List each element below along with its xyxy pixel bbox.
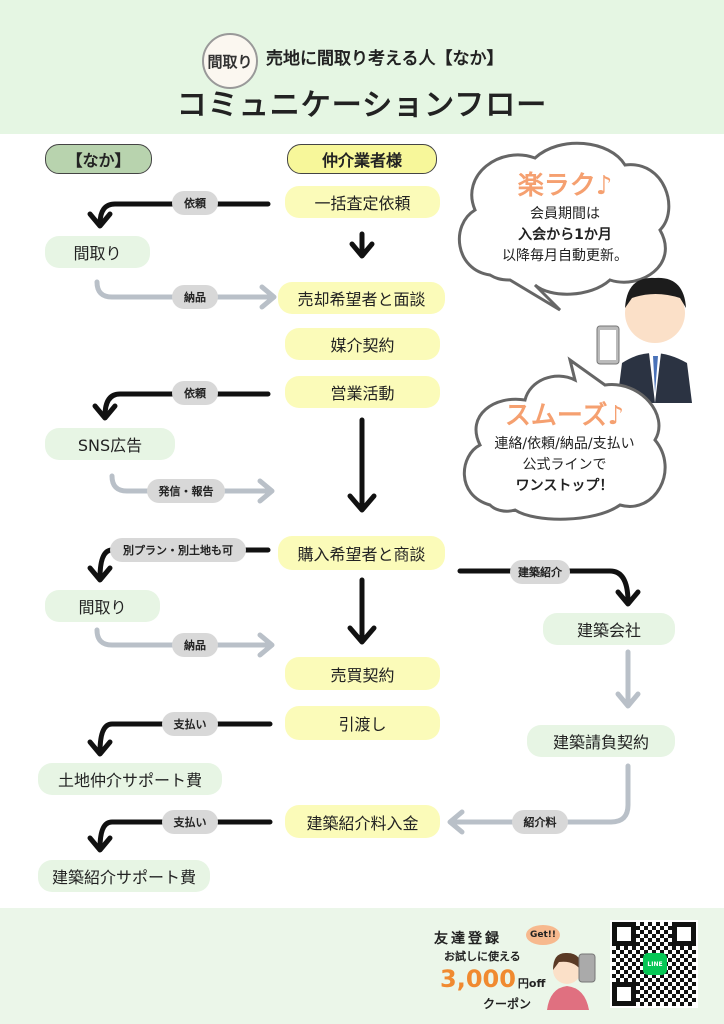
- step-floorplan-1: 間取り: [45, 236, 150, 268]
- page-title: コミュニケーションフロー: [176, 88, 548, 123]
- arrow-payment-2: [97, 819, 273, 851]
- arrowhead: [92, 403, 118, 421]
- step-floorplan-2: 間取り: [45, 590, 160, 622]
- label-request-2: 依頼: [172, 381, 218, 405]
- bubble-1-line: 入会から1か月: [518, 227, 612, 243]
- bubble-2-line: 公式ラインで: [522, 457, 607, 473]
- speech-bubble-1: [458, 141, 671, 312]
- arrow-report: [109, 473, 273, 494]
- arrow-deliver-1: [94, 279, 275, 300]
- arrow-deliver-2: [94, 627, 273, 648]
- bubble-2-heading: スムーズ♪: [504, 401, 625, 431]
- line-icon: LINE: [643, 953, 667, 975]
- footer: [0, 908, 724, 1024]
- label-referral-fee: 紹介料: [512, 810, 568, 834]
- step-handover: 引渡し: [285, 706, 440, 740]
- woman-illustration: [547, 952, 596, 1010]
- arrow-payment-1: [97, 721, 273, 755]
- step-sales-activity: 営業活動: [285, 376, 440, 408]
- step-referral-fee-received: 建築紹介料入金: [285, 805, 440, 838]
- arrowhead: [347, 625, 377, 645]
- step-buyer-negotiation: 購入希望者と商談: [278, 536, 445, 570]
- arrowhead: [259, 284, 277, 310]
- label-payment-2: 支払い: [162, 810, 218, 834]
- step-construction-support-fee: 建築紹介サポート費: [38, 860, 210, 892]
- logo: 間取り: [202, 33, 258, 89]
- step-brokerage-contract: 媒介契約: [285, 328, 440, 360]
- step-construction-contract: 建築請負契約: [527, 725, 675, 757]
- label-request-1: 依頼: [172, 191, 218, 215]
- arrowhead: [87, 835, 113, 853]
- arrowhead: [349, 241, 375, 259]
- qr-finder: [612, 982, 636, 1006]
- qr-finder: [672, 922, 696, 946]
- bubble-1-heading: 楽ラク♪: [517, 171, 613, 201]
- arrow-construction-intro: [457, 568, 631, 605]
- arrowhead: [87, 565, 113, 583]
- get-badge: Get!!: [526, 925, 560, 945]
- label-payment-1: 支払い: [162, 712, 218, 736]
- logo-text: 間取り: [207, 52, 253, 71]
- bubble-1-line: 会員期間は: [530, 206, 600, 222]
- step-bulk-appraisal: 一括査定依頼: [285, 186, 440, 218]
- bubble-2-line: ワンストップ！: [515, 478, 614, 494]
- line-qr-code[interactable]: LINE: [610, 920, 698, 1008]
- step-builder: 建築会社: [543, 613, 675, 645]
- label-alt-plan: 別プラン・別土地も可: [110, 538, 246, 562]
- arrowhead: [347, 493, 377, 513]
- header: [0, 0, 724, 134]
- label-deliver-1: 納品: [172, 285, 218, 309]
- bubble-2-text: スムーズ♪ 連絡/依頼/納品/支払い 公式ラインで ワンストップ！: [462, 398, 667, 497]
- arrowhead: [257, 478, 275, 504]
- footer-amount-row: 3,000 円off: [440, 965, 545, 998]
- arrowhead: [615, 691, 641, 709]
- arrowhead: [87, 211, 113, 229]
- step-sns-ad: SNS広告: [45, 428, 175, 460]
- arrowhead: [87, 739, 113, 757]
- businessman-illustration: [596, 277, 692, 403]
- column-header-agent: 仲介業者様: [287, 144, 437, 174]
- step-sales-contract: 売買契約: [285, 657, 440, 690]
- footer-amount: 3,000: [440, 965, 516, 993]
- step-land-support-fee: 土地仲介サポート費: [38, 763, 222, 795]
- subtitle: 売地に間取り考える人【なか】: [266, 49, 504, 69]
- footer-unit: 円off: [517, 977, 546, 990]
- arrow-fee: [449, 763, 631, 825]
- label-report: 発信・報告: [147, 479, 225, 503]
- arrow-request-1: [97, 201, 271, 227]
- label-construction-intro: 建築紹介: [510, 560, 570, 584]
- qr-finder: [612, 922, 636, 946]
- bubble-2-line: 連絡/依頼/納品/支払い: [494, 436, 635, 452]
- footer-trial: お試しに使える: [444, 950, 521, 963]
- column-header-naka: 【なか】: [45, 144, 152, 174]
- label-deliver-2: 納品: [172, 633, 218, 657]
- footer-friend-add: 友達登録: [434, 931, 502, 947]
- bubble-1-text: 楽ラク♪ 会員期間は 入会から1か月 以降毎月自動更新。: [470, 168, 660, 267]
- arrowhead: [615, 589, 641, 607]
- arrowhead: [447, 809, 465, 835]
- bubble-1-line: 以降毎月自動更新。: [502, 248, 628, 264]
- arrowhead: [257, 632, 275, 658]
- footer-coupon: クーポン: [483, 997, 532, 1011]
- arrow-request-2: [102, 391, 271, 419]
- step-seller-meeting: 売却希望者と面談: [278, 282, 445, 314]
- speech-bubble-2: [462, 356, 667, 521]
